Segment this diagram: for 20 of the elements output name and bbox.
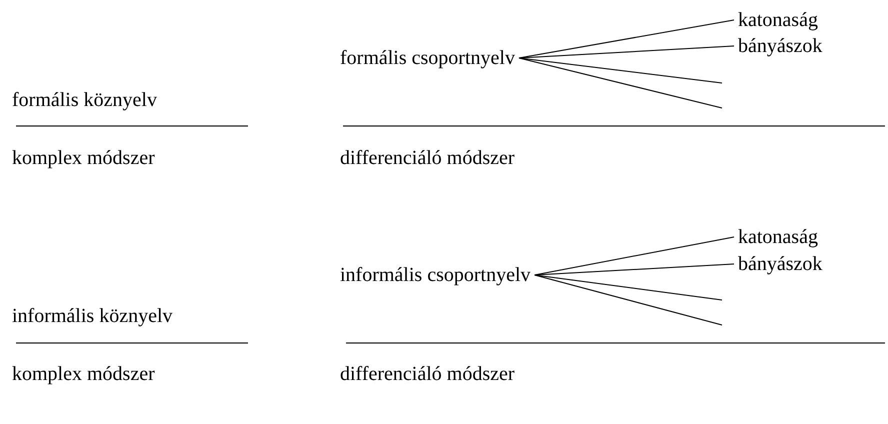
group-member-label: bányászok bbox=[738, 252, 822, 276]
method-label: differenciáló módszer bbox=[340, 146, 515, 170]
branch-line bbox=[518, 46, 734, 58]
branch-line bbox=[518, 20, 734, 58]
method-label: differenciáló módszer bbox=[340, 362, 515, 386]
group-member-label: katonaság bbox=[738, 8, 818, 32]
branch-line bbox=[518, 58, 722, 84]
method-label: komplex módszer bbox=[12, 146, 155, 170]
branch-line bbox=[534, 236, 734, 276]
group-member-label: katonaság bbox=[738, 225, 818, 249]
standard-language-label: formális köznyelv bbox=[12, 88, 157, 112]
branch-line bbox=[534, 264, 734, 276]
branch-line bbox=[534, 274, 722, 300]
branch-line bbox=[534, 274, 722, 326]
group-language-label: formális csoportnyelv bbox=[340, 46, 515, 70]
group-language-label: informális csoportnyelv bbox=[340, 263, 531, 287]
method-label: komplex módszer bbox=[12, 362, 155, 386]
standard-language-label: informális köznyelv bbox=[12, 304, 173, 328]
branch-line bbox=[518, 58, 722, 108]
group-member-label: bányászok bbox=[738, 34, 822, 58]
